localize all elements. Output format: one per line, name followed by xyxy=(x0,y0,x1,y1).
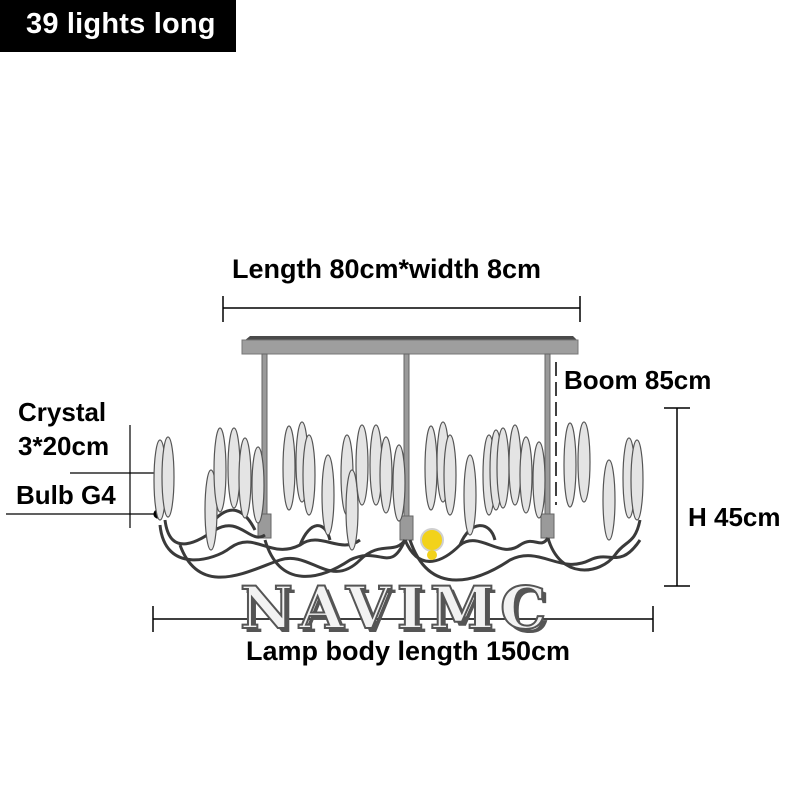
body-length-label: Lamp body length 150cm xyxy=(246,636,571,666)
bulb-type-label: Bulb G4 xyxy=(16,480,116,510)
height-dimension-line xyxy=(664,407,690,587)
bulb-icon xyxy=(420,528,444,560)
height-label: H 45cm xyxy=(688,502,781,532)
body-length-dimension-line xyxy=(152,606,654,632)
crystal-label: Crystal xyxy=(18,397,107,427)
light-count-text: 39 lights long xyxy=(26,8,216,40)
light-count-badge: 39 lights long xyxy=(0,0,236,52)
crystal-shades xyxy=(153,421,644,551)
canopy-size-label: Length 80cm*width 8cm xyxy=(232,254,542,284)
canopy-plate xyxy=(241,336,579,355)
suspension-rods xyxy=(257,353,555,541)
brand-watermark: NAVIMC xyxy=(239,573,553,643)
crystal-size-label: 3*20cm xyxy=(18,431,110,461)
boom-length-label: Boom 85cm xyxy=(564,365,712,395)
canopy-dimension-line xyxy=(222,296,581,322)
